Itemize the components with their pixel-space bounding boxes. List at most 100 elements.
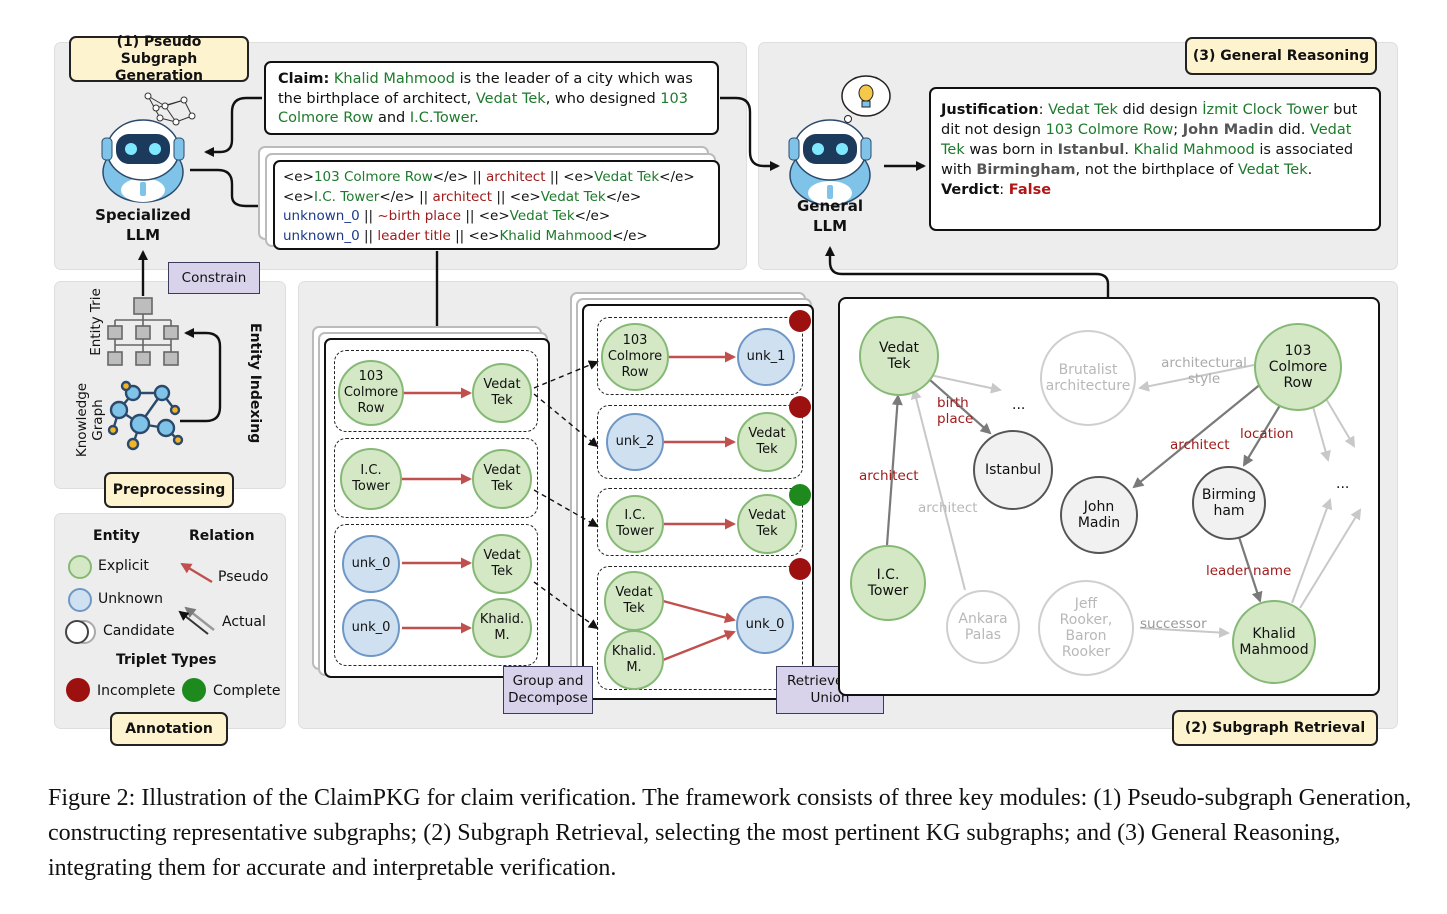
- general-llm-label: General LLM: [797, 197, 863, 235]
- actual-edge: [929, 379, 992, 435]
- tag-annotation: Annotation: [110, 712, 228, 746]
- edge-label-architect-faded: architect: [918, 500, 978, 516]
- subgraph-node-103-colmore-row: 103 Colmore Row: [1254, 323, 1342, 411]
- legend-pseudo-arrow: [180, 562, 213, 584]
- pseudo-group-1: [334, 350, 538, 432]
- triple-line: unknown_0 || ~birth place || <e>Vedat Te…: [283, 208, 611, 224]
- knowledge-graph-icon: [107, 380, 184, 451]
- complete-dot: [789, 484, 811, 506]
- edge-label-birth-place: birth place: [937, 395, 974, 427]
- decompose-arrow: [533, 489, 599, 527]
- panel-annotation: [54, 513, 286, 729]
- edge-label-architectural-style: architectural style: [1161, 355, 1247, 387]
- pseudo-group-3: [334, 524, 538, 666]
- legend-relation-title: Relation: [189, 528, 255, 544]
- edge-label-architect: architect: [859, 468, 919, 484]
- group-decompose-label: Group and Decompose: [503, 666, 593, 714]
- legend-triplet-types-title: Triplet Types: [116, 652, 217, 668]
- verdict-line: Verdict: False: [941, 182, 1052, 198]
- legend-entity-title: Entity: [93, 528, 140, 544]
- subgraph-node-ankara-palas: Ankara Palas: [946, 590, 1020, 664]
- subgraph-node-birmingham: Birming ham: [1192, 466, 1266, 540]
- subgraph-node-brutalist-architecture: Brutalist architecture: [1040, 330, 1136, 426]
- tag-preprocessing: Preprocessing: [104, 472, 234, 508]
- legend-candidate: Candidate: [103, 623, 175, 639]
- claim-text: and: [373, 110, 410, 126]
- pseudo-node-ic-tower: I.C. Tower: [340, 448, 402, 510]
- claim-text: .: [474, 110, 479, 126]
- triple-line: unknown_0 || leader title || <e>Khalid M…: [283, 227, 648, 244]
- actual-edge: [1242, 401, 1283, 467]
- retrieved-node-vedat-tek: Vedat Tek: [737, 412, 797, 472]
- faded-edge: [1291, 498, 1333, 604]
- subgraph-node-istanbul: Istanbul: [973, 430, 1053, 510]
- pseudo-node-vedat-tek: Vedat Tek: [472, 363, 532, 423]
- incomplete-dot: [789, 396, 811, 418]
- claim-text: is the leader of a city which was the bi…: [278, 71, 693, 107]
- claim-entity: Khalid Mahmood: [333, 71, 456, 87]
- decompose-arrow: [533, 360, 599, 389]
- faded-edge: [1299, 508, 1362, 609]
- legend-explicit-node: [68, 555, 92, 579]
- legend-actual-arrow-1: [184, 606, 215, 631]
- justification-label: Justification: [941, 102, 1039, 118]
- legend-complete: Complete: [213, 683, 281, 699]
- legend-unknown: Unknown: [98, 591, 163, 607]
- claim-box: Claim: Khalid Mahmood is the leader of a…: [264, 61, 719, 135]
- retrieved-node-103-colmore-row: 103 Colmore Row: [601, 323, 669, 391]
- legend-actual-arrow-2: [178, 610, 209, 635]
- faded-edge: [910, 388, 966, 591]
- tag-subgraph-retrieval: (2) Subgraph Retrieval: [1172, 710, 1378, 746]
- pseudo-triples-box: <e>103 Colmore Row</e> || architect || <…: [273, 160, 720, 250]
- entity-indexing-arrow: [180, 328, 222, 423]
- claim-to-llm-arrow: [204, 96, 262, 157]
- subgraph-node-khalid-mahmood: Khalid Mahmood: [1232, 600, 1316, 684]
- general-robot-icon: [788, 75, 891, 206]
- legend-incomplete-dot: [66, 678, 90, 702]
- retrieved-node-unk-0: unk_0: [736, 596, 794, 654]
- edge-label-location: location: [1240, 426, 1294, 442]
- subgraph-node-jeff-rooker: Jeff Rooker, Baron Rooker: [1038, 580, 1134, 676]
- pseudo-group-2: [334, 438, 538, 518]
- faded-edge: [1321, 391, 1356, 448]
- retrieved-node-unk-2: unk_2: [606, 413, 664, 471]
- justification-box: Justification: Vedat Tek did design İzmi…: [929, 87, 1381, 231]
- actual-edge: [1132, 382, 1263, 489]
- specialized-llm-label: Specialized LLM: [95, 206, 191, 244]
- claim-to-general-llm-arrow: [720, 96, 780, 171]
- subgraph-node-john-madin: John Madin: [1060, 476, 1138, 554]
- claim-text: , who designed: [545, 90, 661, 107]
- subgraph-node-vedat-tek: Vedat Tek: [859, 316, 939, 396]
- legend-explicit: Explicit: [98, 558, 149, 574]
- tag-pseudo-subgraph-generation: (1) Pseudo Subgraph Generation: [69, 34, 249, 84]
- actual-edge: [1236, 533, 1263, 603]
- legend-pseudo: Pseudo: [218, 569, 269, 585]
- faded-edge: [929, 374, 1002, 394]
- triple-line: <e>103 Colmore Row</e> || architect || <…: [283, 169, 695, 185]
- actual-edge: [885, 394, 903, 546]
- edge-label-successor: successor: [1140, 616, 1207, 632]
- constrain-label: Constrain: [168, 262, 260, 294]
- entity-trie-icon: [107, 297, 179, 366]
- legend-candidate-node: [65, 620, 89, 644]
- retrieved-node-ic-tower: I.C. Tower: [606, 495, 664, 553]
- ellipsis: ...: [1012, 397, 1026, 413]
- decompose-arrow: [533, 393, 599, 448]
- faded-edge: [1138, 364, 1255, 392]
- faded-edge: [1139, 626, 1230, 638]
- subgraph-node-ic-tower: I.C. Tower: [850, 545, 926, 621]
- legend-incomplete: Incomplete: [97, 683, 176, 699]
- retrieved-node-khalid-m: Khalid. M.: [604, 630, 664, 690]
- claim-label: Claim:: [278, 71, 330, 87]
- llm-to-triples-arrow: [190, 168, 270, 211]
- edge-label-architect: architect: [1170, 437, 1230, 453]
- pseudo-node-vedat-tek: Vedat Tek: [472, 449, 532, 509]
- pseudo-node-vedat-tek: Vedat Tek: [472, 534, 532, 594]
- claim-entity: I.C.Tower: [409, 110, 475, 126]
- pseudo-node-unk-0: unk_0: [342, 599, 400, 657]
- retrieved-node-unk-1: unk_1: [737, 328, 795, 386]
- legend-actual: Actual: [222, 614, 266, 630]
- specialized-robot-icon: [101, 92, 196, 203]
- figure-caption: Figure 2: Illustration of the ClaimPKG f…: [48, 785, 1412, 881]
